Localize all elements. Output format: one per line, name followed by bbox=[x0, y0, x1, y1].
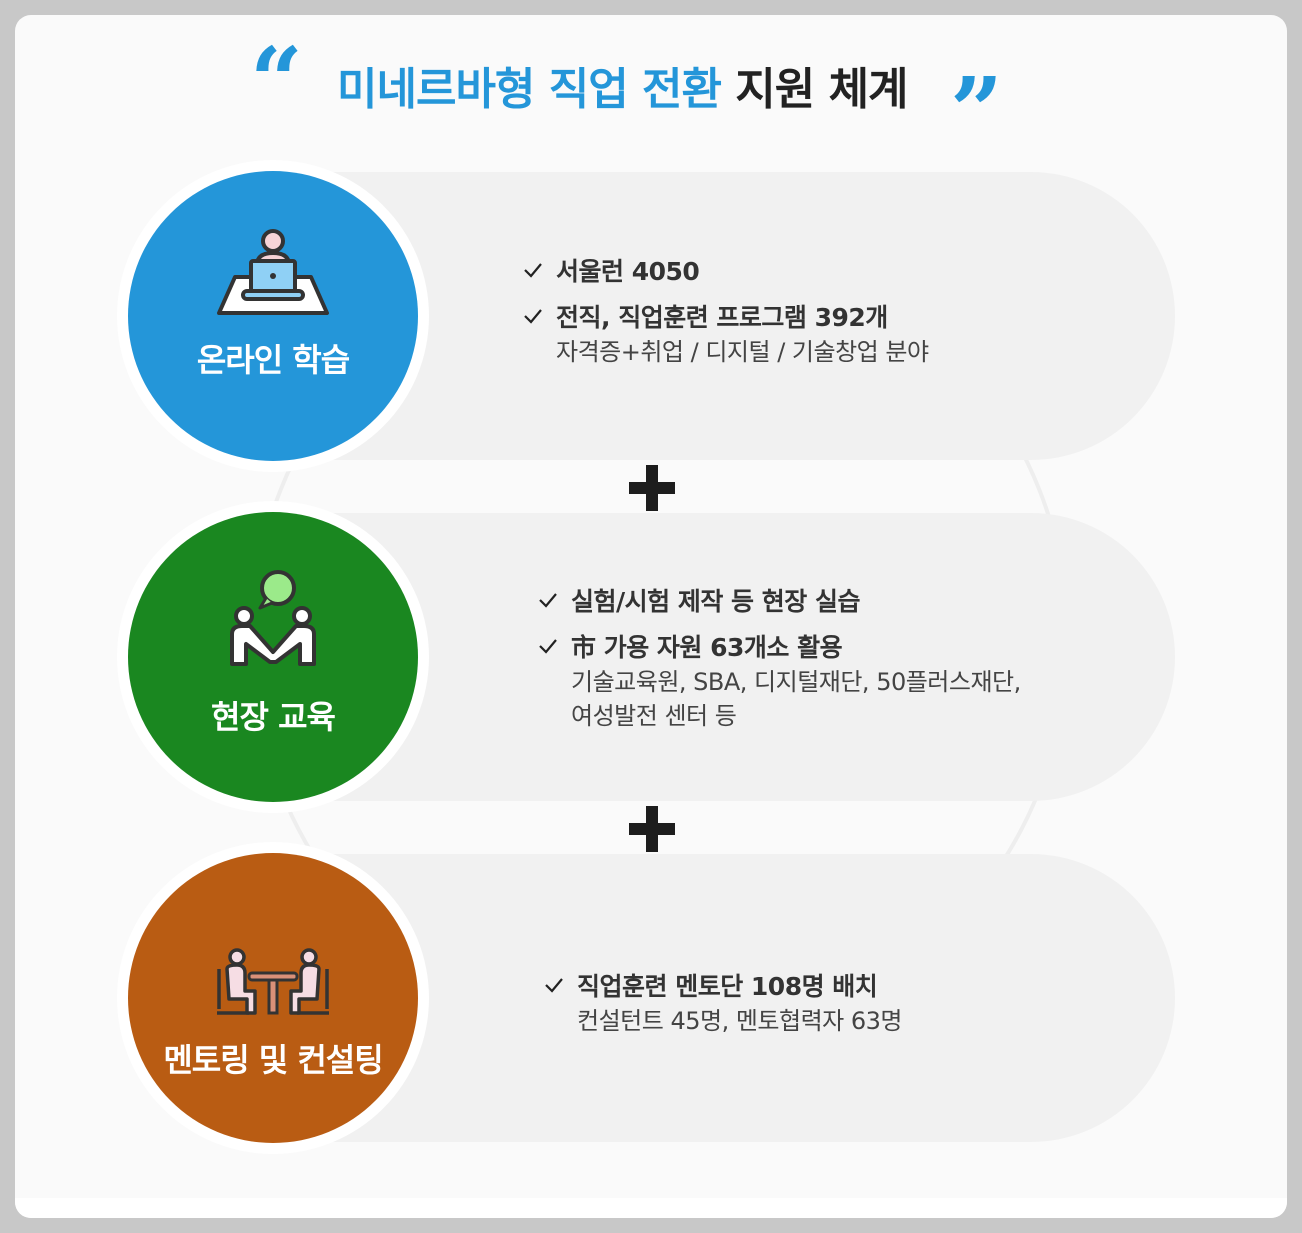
list-item: 市 가용 자원 63개소 활용 기술교육원, SBA, 디지털재단, 50플러스… bbox=[537, 631, 1021, 733]
plus-icon bbox=[629, 465, 675, 511]
item-main-text: 전직, 직업훈련 프로그램 392개 bbox=[556, 303, 888, 332]
meeting-table-icon bbox=[128, 947, 418, 1023]
handshake-speech-icon bbox=[128, 570, 418, 674]
list-item: 직업훈련 멘토단 108명 배치 컨설턴트 45명, 멘토협력자 63명 bbox=[543, 970, 902, 1038]
person-laptop-icon bbox=[128, 227, 418, 323]
list-item: 실험/시험 제작 등 현장 실습 bbox=[537, 585, 1021, 619]
check-icon bbox=[524, 309, 542, 324]
close-quote-icon: ” bbox=[950, 57, 1003, 165]
plus-icon bbox=[629, 806, 675, 852]
item-main-text: 서울런 4050 bbox=[556, 257, 700, 286]
item-main-text: 市 가용 자원 63개소 활용 bbox=[571, 633, 843, 662]
title-rest: 지원 체계 bbox=[720, 64, 908, 115]
section-badge-mentoring: 멘토링 및 컨설팅 bbox=[117, 842, 429, 1154]
item-main-text: 직업훈련 멘토단 108명 배치 bbox=[577, 972, 878, 1001]
section-label: 온라인 학습 bbox=[196, 341, 350, 379]
check-icon bbox=[539, 593, 557, 608]
item-main-text: 실험/시험 제작 등 현장 실습 bbox=[571, 587, 860, 616]
infographic-card: “ 미네르바형 직업 전환 지원 체계 ” 온라인 학습 bbox=[15, 15, 1287, 1218]
item-sub-text: 컨설턴트 45명, 멘토협력자 63명 bbox=[577, 1007, 902, 1035]
section-items-field: 실험/시험 제작 등 현장 실습 市 가용 자원 63개소 활용 기술교육원, … bbox=[537, 585, 1021, 745]
check-icon bbox=[524, 263, 542, 278]
item-sub-text: 여성발전 센터 등 bbox=[571, 702, 737, 730]
check-icon bbox=[545, 978, 563, 993]
card-footer bbox=[15, 1198, 1287, 1218]
item-sub-text: 기술교육원, SBA, 디지털재단, 50플러스재단, bbox=[571, 668, 1021, 696]
section-badge-field: 현장 교육 bbox=[117, 501, 429, 813]
section-label: 멘토링 및 컨설팅 bbox=[163, 1041, 383, 1079]
section-badge-online: 온라인 학습 bbox=[117, 160, 429, 472]
section-items-mentoring: 직업훈련 멘토단 108명 배치 컨설턴트 45명, 멘토협력자 63명 bbox=[543, 970, 902, 1050]
title-highlight: 미네르바형 직업 전환 bbox=[337, 64, 722, 115]
title-row: “ 미네르바형 직업 전환 지원 체계 ” bbox=[15, 35, 1287, 157]
section-label: 현장 교육 bbox=[211, 698, 336, 736]
section-items-online: 서울런 4050 전직, 직업훈련 프로그램 392개 자격증+취업 / 디지털… bbox=[522, 255, 929, 381]
check-icon bbox=[539, 639, 557, 654]
list-item: 전직, 직업훈련 프로그램 392개 자격증+취업 / 디지털 / 기술창업 분… bbox=[522, 301, 929, 369]
item-sub-text: 자격증+취업 / 디지털 / 기술창업 분야 bbox=[556, 338, 929, 366]
list-item: 서울런 4050 bbox=[522, 255, 929, 289]
page-title: 미네르바형 직업 전환 지원 체계 bbox=[337, 53, 909, 117]
open-quote-icon: “ bbox=[250, 27, 303, 135]
